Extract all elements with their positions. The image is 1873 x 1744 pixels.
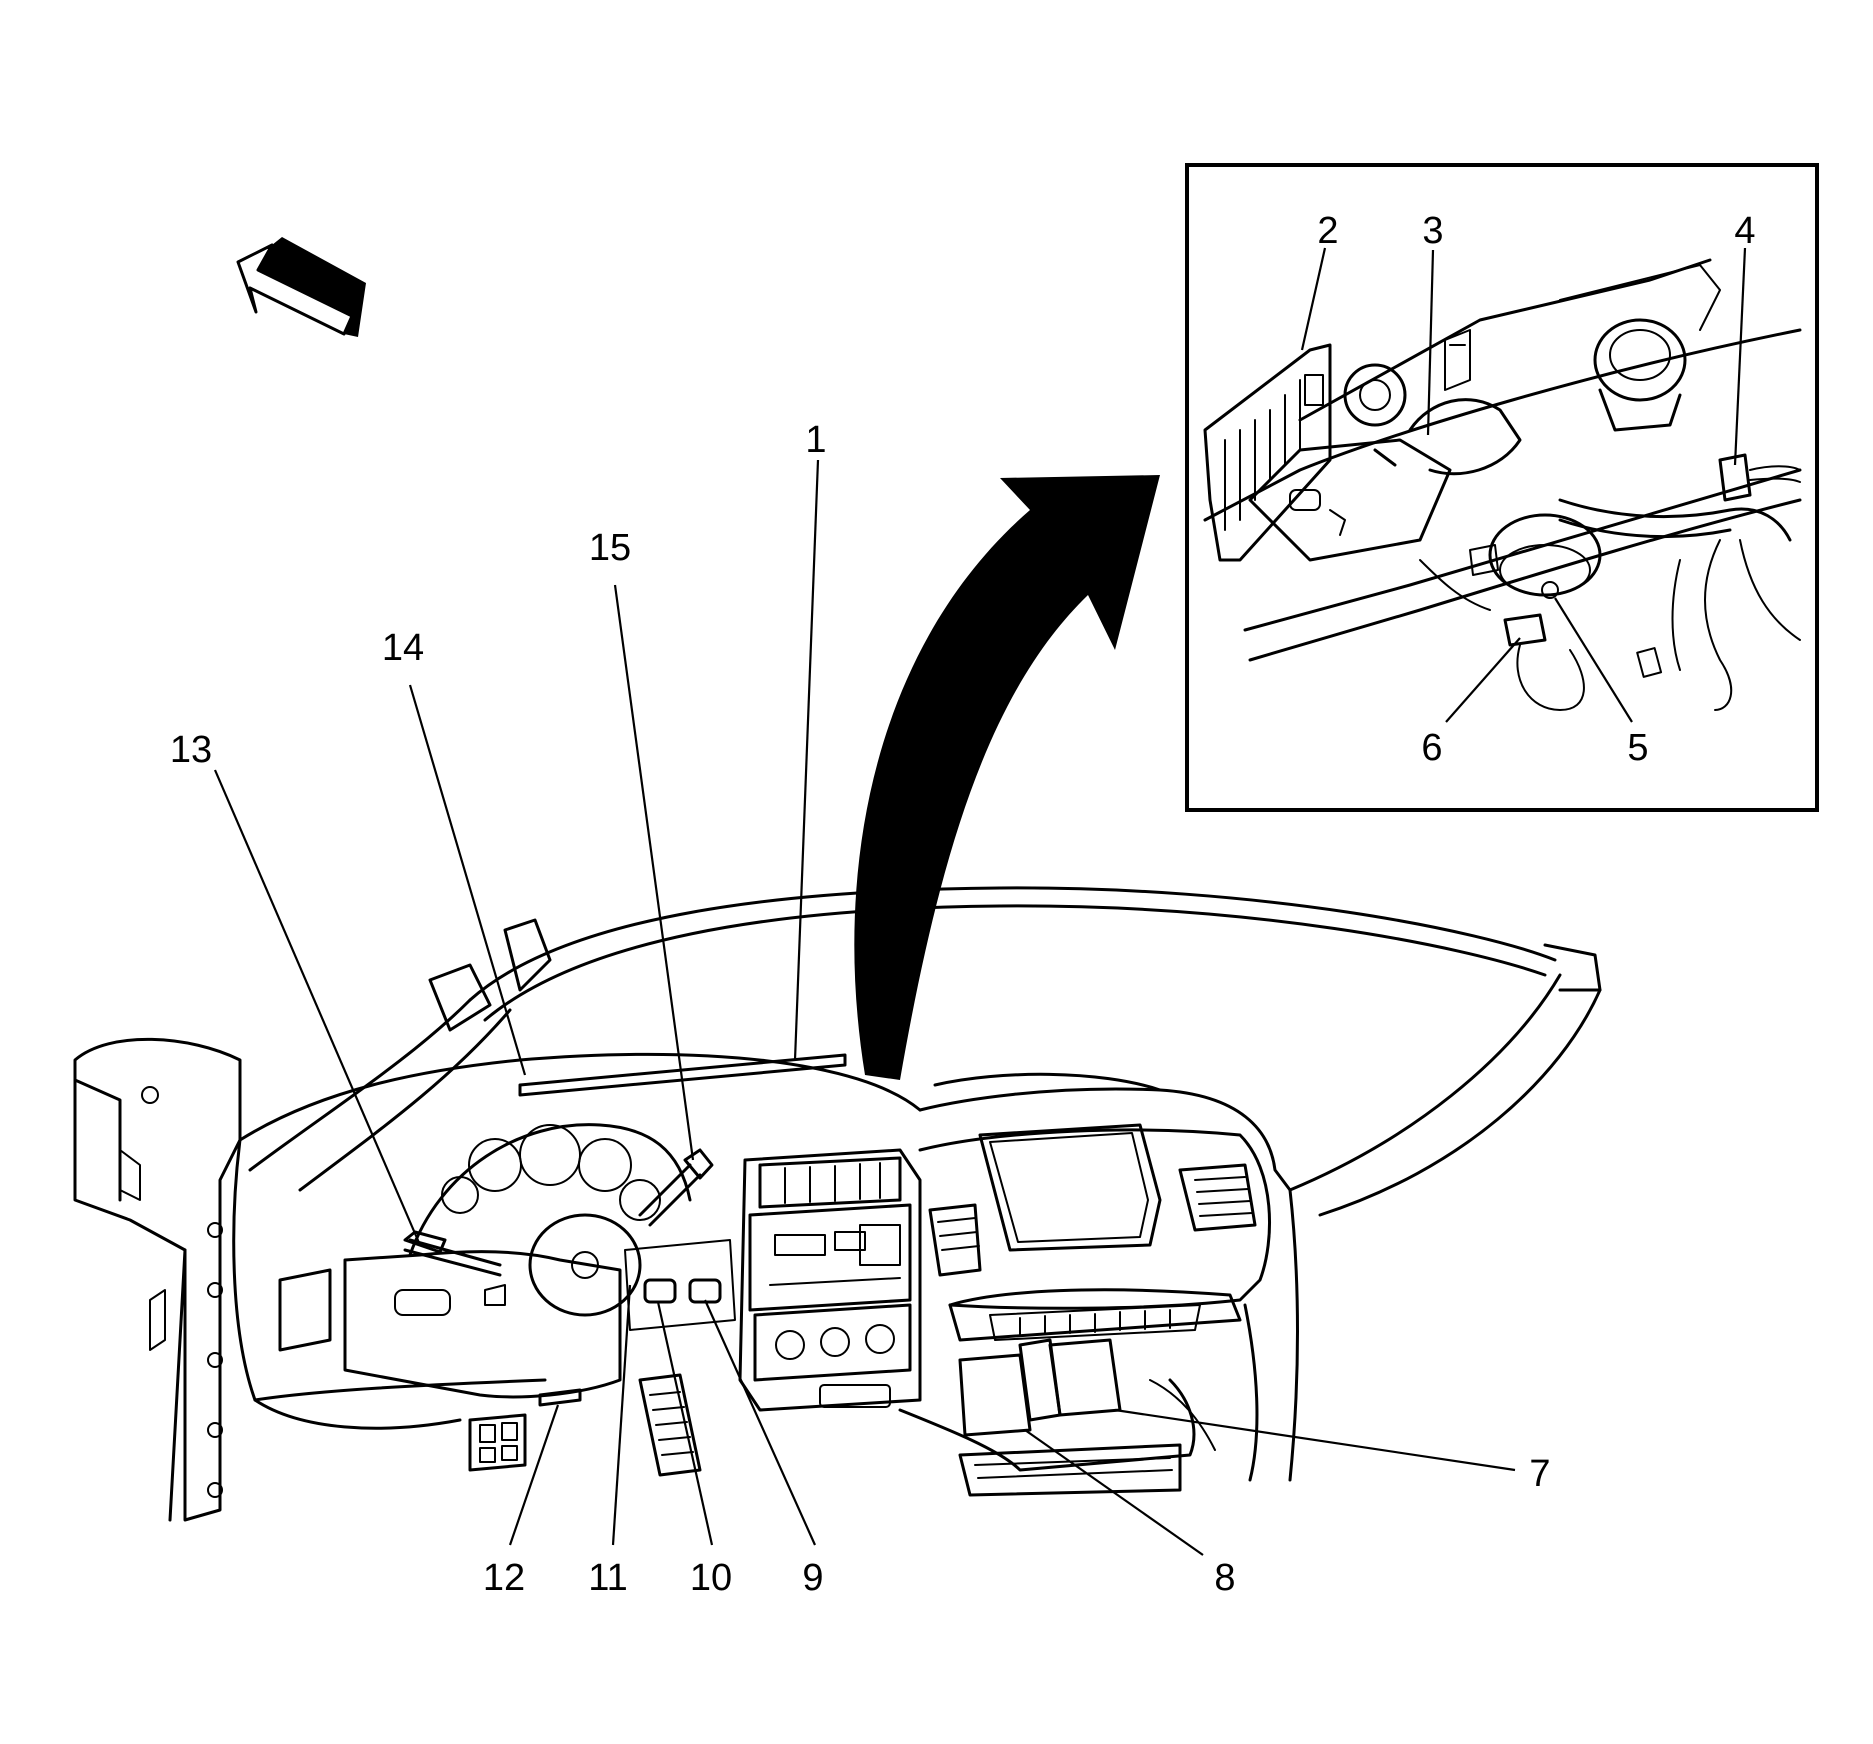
instrument-panel-illustration bbox=[73, 886, 1602, 1522]
callout-2: 2 bbox=[1317, 210, 1338, 252]
door-post-holes bbox=[141, 1086, 223, 1498]
callout-14: 14 bbox=[382, 627, 424, 669]
callout-labels: 1 2 3 4 5 6 7 8 9 10 11 12 13 14 15 bbox=[170, 210, 1756, 1599]
detail-inset-frame bbox=[1185, 163, 1819, 812]
callout-12: 12 bbox=[483, 1557, 525, 1599]
detail-view-arrow-icon bbox=[854, 475, 1160, 1080]
leader-lines bbox=[213, 247, 1747, 1556]
detail-inset-illustration bbox=[1203, 258, 1802, 711]
callout-5: 5 bbox=[1627, 727, 1648, 769]
callout-13: 13 bbox=[170, 729, 212, 771]
callout-6: 6 bbox=[1421, 727, 1442, 769]
callout-3: 3 bbox=[1422, 210, 1443, 252]
callout-4: 4 bbox=[1734, 210, 1755, 252]
callout-9: 9 bbox=[802, 1557, 823, 1599]
forward-direction-arrow-icon bbox=[236, 237, 366, 337]
callout-15: 15 bbox=[589, 527, 631, 569]
callout-1: 1 bbox=[805, 419, 826, 461]
callout-10: 10 bbox=[690, 1557, 732, 1599]
callout-11: 11 bbox=[588, 1557, 627, 1599]
callout-7: 7 bbox=[1529, 1453, 1550, 1495]
callout-8: 8 bbox=[1214, 1557, 1235, 1599]
